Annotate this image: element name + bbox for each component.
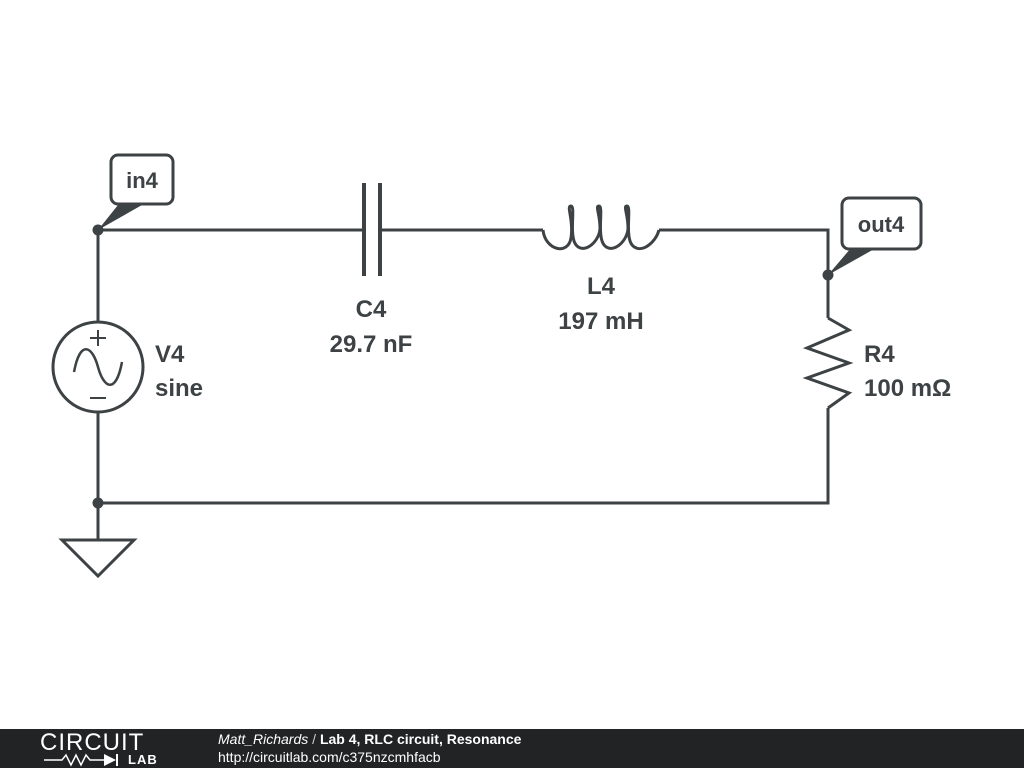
wires xyxy=(96,228,830,540)
resistor-name: R4 xyxy=(864,341,895,368)
logo-resistor-icon xyxy=(44,753,118,767)
author-link[interactable]: Matt_Richards xyxy=(218,731,309,747)
node-tag-in4-label: in4 xyxy=(126,168,159,193)
node-tag-out4-label: out4 xyxy=(858,212,905,237)
wire-resistor-bottom xyxy=(98,408,830,505)
resistor-symbol xyxy=(802,316,854,410)
resistor-value: 100 mΩ xyxy=(864,375,951,402)
capacitor-value: 29.7 nF xyxy=(330,331,413,358)
separator-text: / xyxy=(312,731,317,747)
breadcrumb-separator: / xyxy=(312,731,320,747)
inductor-symbol xyxy=(541,204,661,251)
logo-lab-text: LAB xyxy=(128,752,158,767)
inductor-name: L4 xyxy=(587,273,616,300)
node-tag-in4[interactable]: in4 xyxy=(98,153,175,230)
circuitlab-logo[interactable]: CIRCUIT LAB xyxy=(40,729,180,767)
footer-credit: Matt_Richards / Lab 4, RLC circuit, Reso… xyxy=(218,731,521,748)
capacitor-name: C4 xyxy=(356,296,387,323)
node-tag-out4[interactable]: out4 xyxy=(828,196,923,275)
source-name: V4 xyxy=(155,341,185,368)
logo-circuit-text: CIRCUIT xyxy=(40,729,145,756)
capacitor-symbol xyxy=(362,183,382,276)
wire-inductor-to-right xyxy=(659,228,830,318)
circuit-title: Lab 4, RLC circuit, Resonance xyxy=(319,731,522,747)
sine-source-symbol xyxy=(51,320,145,414)
source-type: sine xyxy=(155,375,203,402)
inductor-value: 197 mH xyxy=(558,308,643,335)
ground-symbol xyxy=(58,538,138,579)
junction-ground xyxy=(92,497,104,509)
circuit-url[interactable]: http://circuitlab.com/c375nzcmhfacb xyxy=(218,749,441,765)
footer-bar: CIRCUIT LAB Matt_Richards / Lab 4, RLC c… xyxy=(0,729,1024,768)
